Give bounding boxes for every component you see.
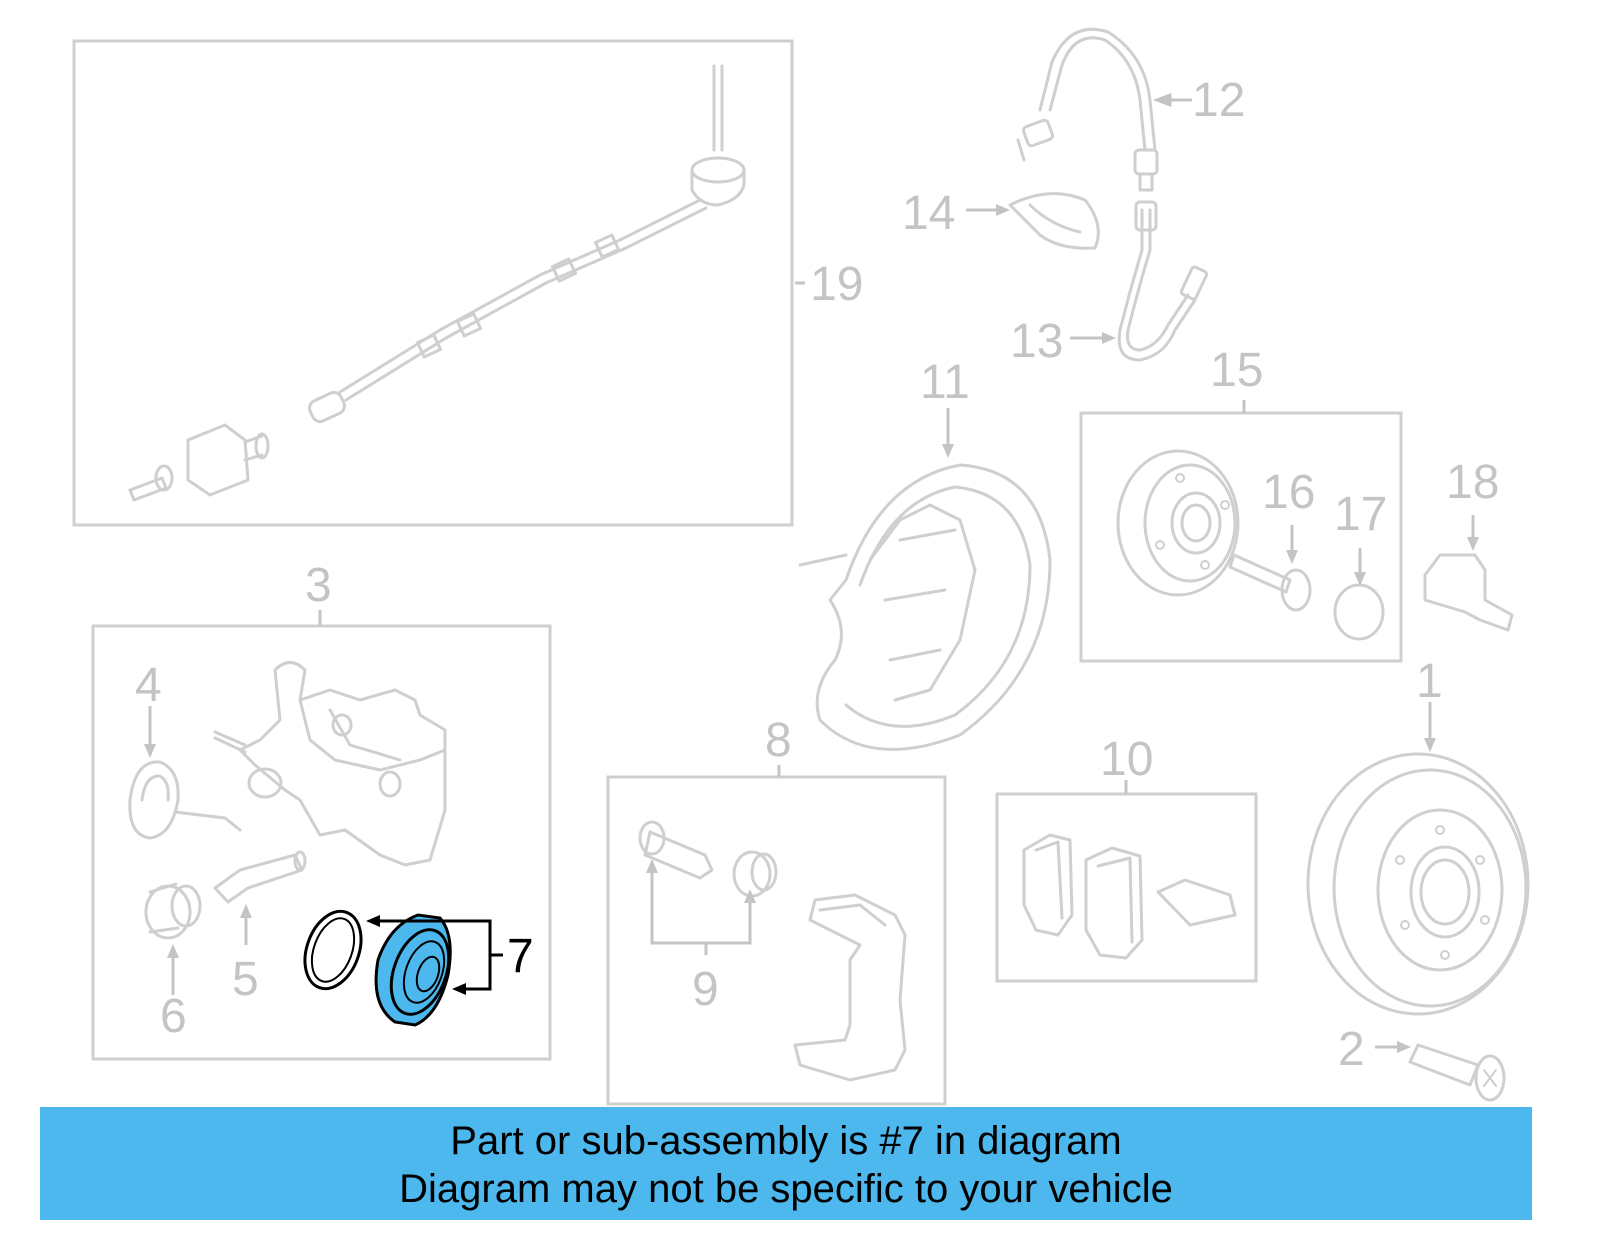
part-19-abs-sensor[interactable] <box>128 64 805 502</box>
callout-3: 3 <box>305 559 332 612</box>
part-10-brake-pads[interactable] <box>1022 780 1237 960</box>
part-12-brake-hose[interactable] <box>1016 27 1192 192</box>
callout-7: 7 <box>507 930 534 983</box>
callout-15: 15 <box>1210 344 1263 397</box>
part-1-brake-rotor[interactable] <box>1306 702 1530 1016</box>
callout-16: 16 <box>1262 466 1315 519</box>
part-13-brake-line[interactable] <box>1070 200 1209 362</box>
part-2-screw[interactable] <box>1375 1041 1506 1102</box>
part-9-guide-pin[interactable] <box>638 820 778 955</box>
part-3-caliper[interactable] <box>213 610 447 867</box>
info-banner: Part or sub-assembly is #7 in diagram Di… <box>40 1107 1532 1220</box>
part-11-splash-shield[interactable] <box>798 408 1052 751</box>
callout-11: 11 <box>920 356 970 409</box>
callout-18: 18 <box>1446 456 1499 509</box>
callout-12: 12 <box>1192 74 1245 127</box>
part-7-seal-ring[interactable] <box>295 904 371 997</box>
callout-14: 14 <box>902 187 955 240</box>
part-6-boot[interactable] <box>144 882 202 995</box>
part-5-bleeder[interactable] <box>213 850 307 945</box>
group-box-19 <box>72 39 794 527</box>
banner-line-2: Diagram may not be specific to your vehi… <box>399 1167 1173 1211</box>
part-7-piston-seal[interactable] <box>295 904 503 1027</box>
part-15-hub-assembly[interactable] <box>1116 400 1246 597</box>
callout-19: 19 <box>810 258 863 311</box>
banner-line-1: Part or sub-assembly is #7 in diagram <box>450 1119 1122 1163</box>
callout-13: 13 <box>1010 315 1063 368</box>
callout-5: 5 <box>232 953 259 1006</box>
callout-10: 10 <box>1100 733 1153 786</box>
group-box-15 <box>1079 411 1403 663</box>
group-box-8 <box>606 775 947 1106</box>
callout-2: 2 <box>1338 1023 1365 1076</box>
group-box-10 <box>995 792 1258 983</box>
callout-1: 1 <box>1416 655 1443 708</box>
part-16-bolt[interactable] <box>1228 525 1312 612</box>
callout-9: 9 <box>692 963 719 1016</box>
callout-6: 6 <box>160 990 187 1043</box>
part-14-clip[interactable] <box>966 192 1100 250</box>
callout-4: 4 <box>135 659 162 712</box>
part-17-cap[interactable] <box>1333 548 1385 641</box>
callout-8: 8 <box>765 714 792 767</box>
part-4-spring[interactable] <box>128 706 242 840</box>
part-18-sensor[interactable] <box>1423 515 1514 632</box>
callout-17: 17 <box>1334 488 1387 541</box>
part-8-caliper-bracket[interactable] <box>777 765 907 1082</box>
